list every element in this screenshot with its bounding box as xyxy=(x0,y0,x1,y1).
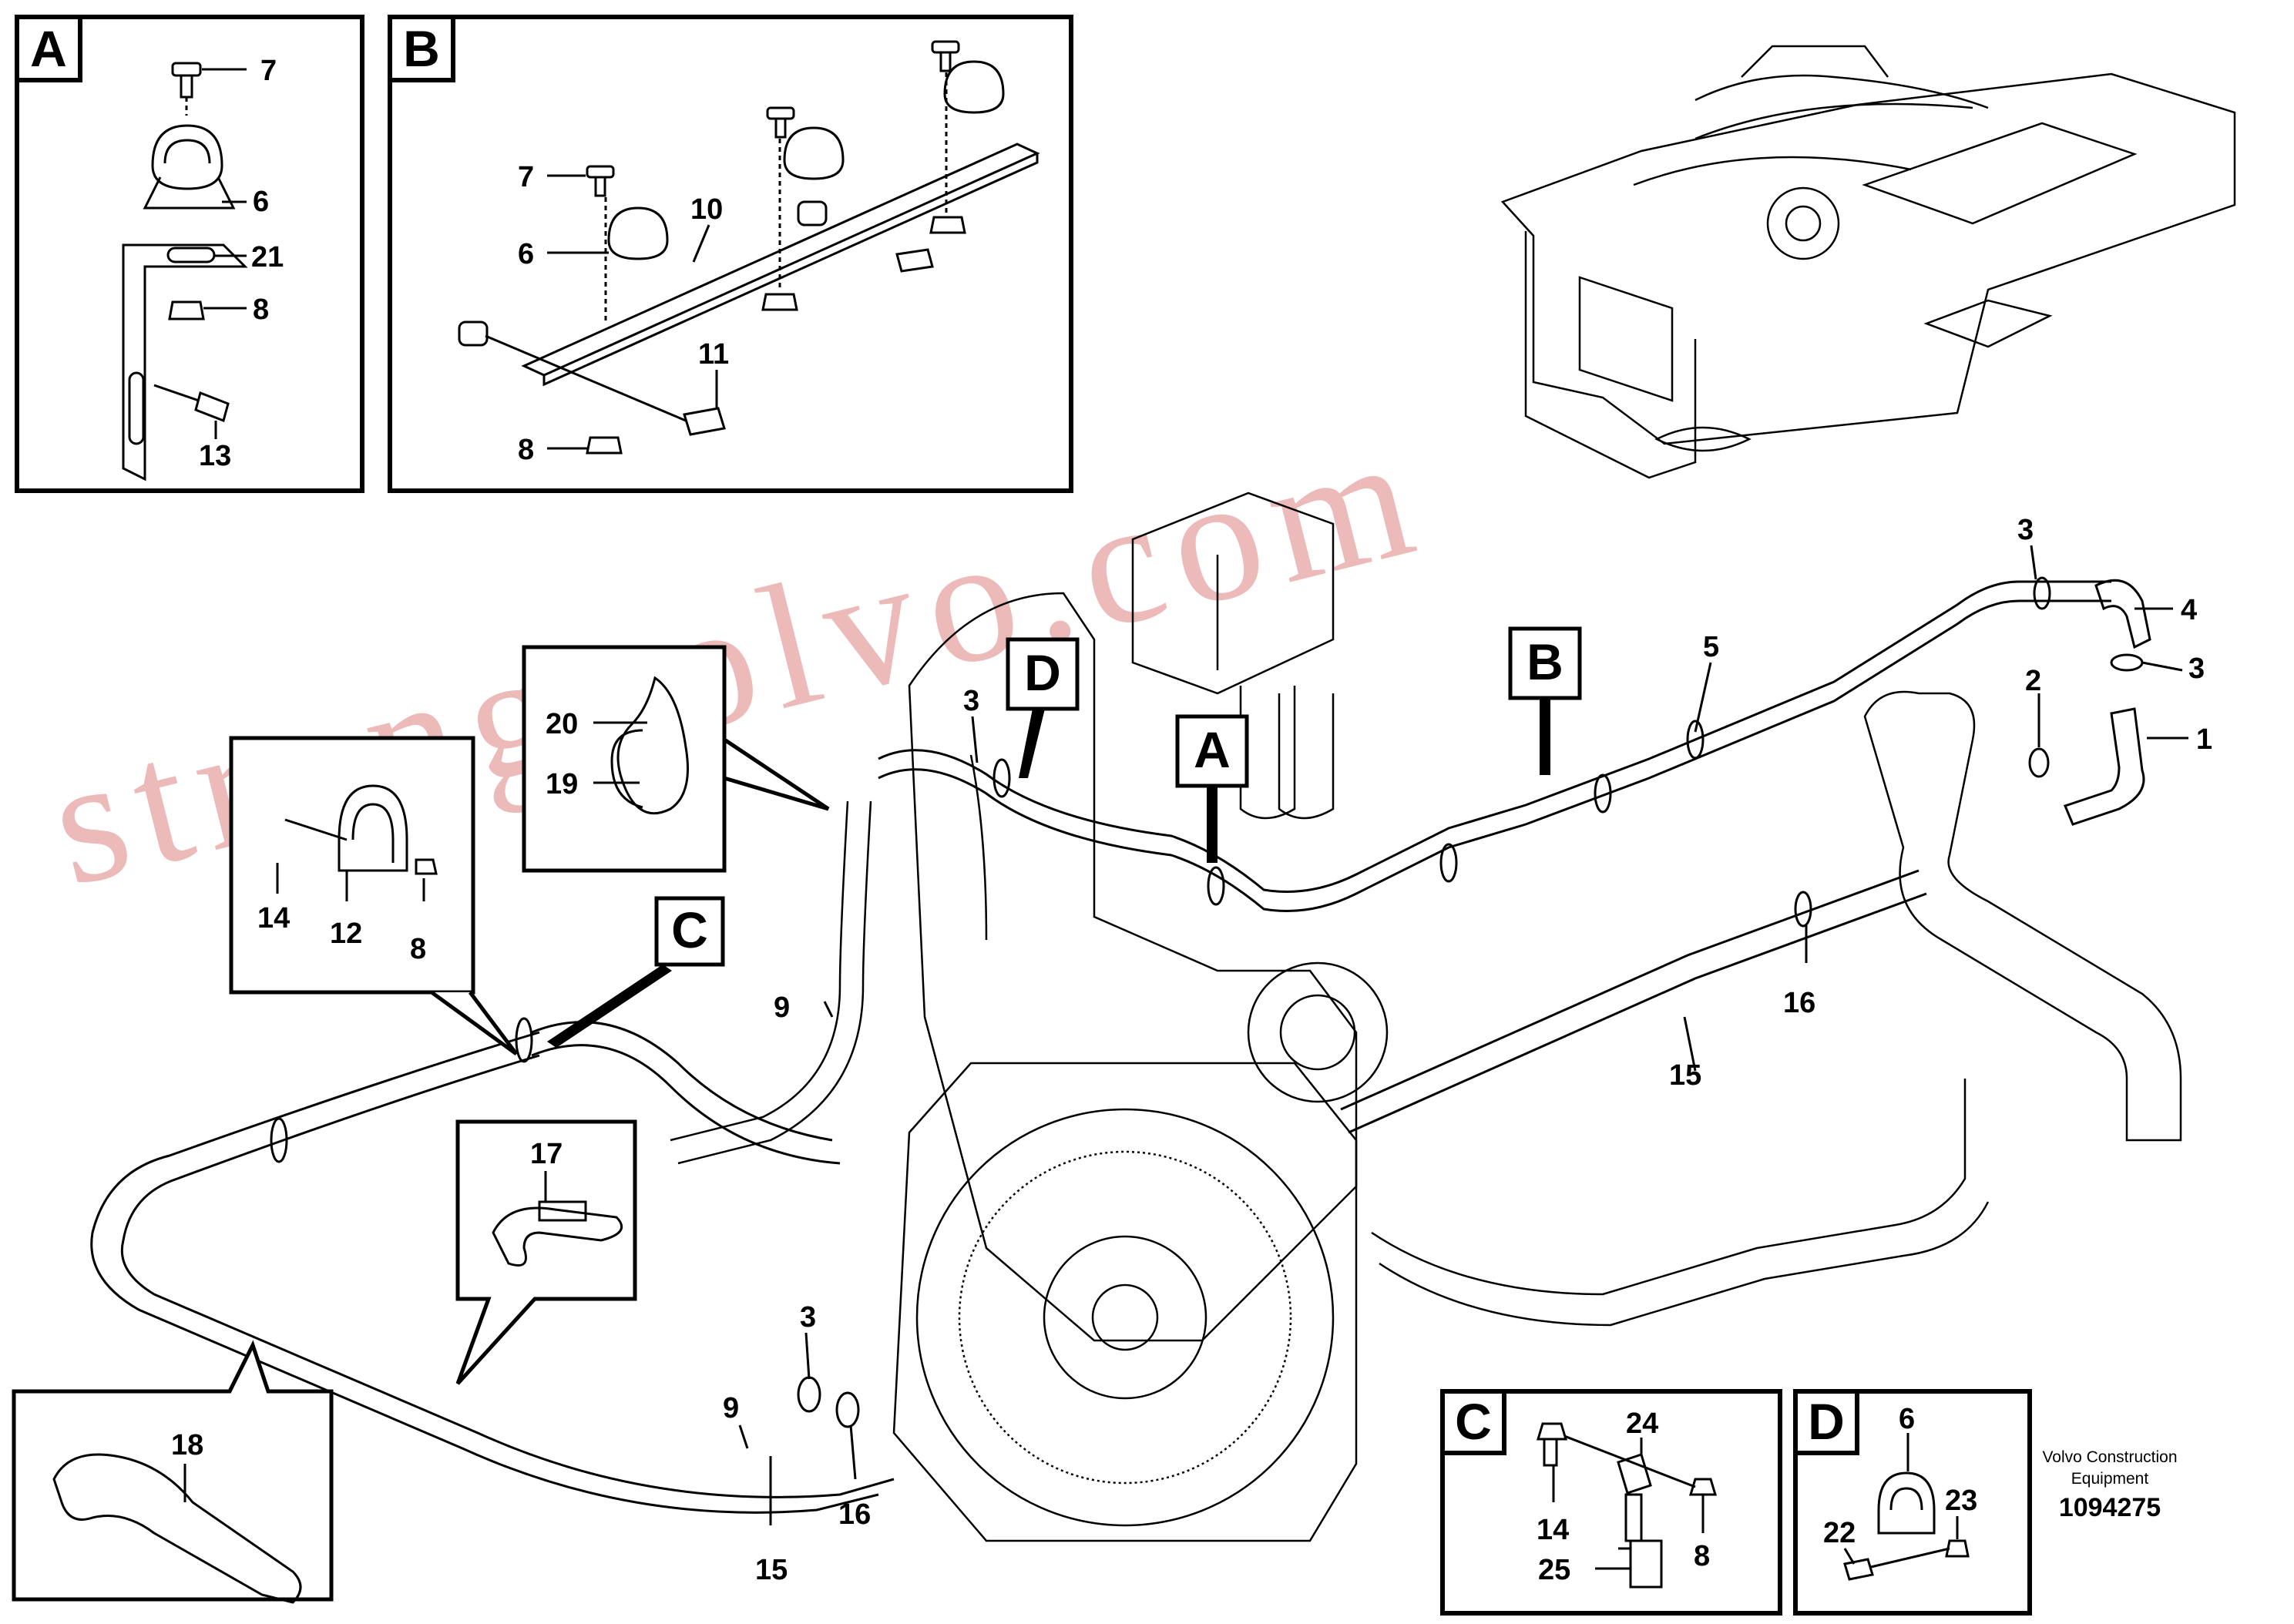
callout-c-24: 24 xyxy=(1626,1408,1658,1440)
pointer-tag-b: B xyxy=(1508,626,1582,775)
bracket-clip-assembly-drawing xyxy=(122,62,248,481)
callout-5: 5 xyxy=(1703,631,1719,663)
strap-clamp-drawing xyxy=(492,1171,623,1267)
detail-box-a-letter: A xyxy=(30,20,67,77)
callout-c-8: 8 xyxy=(1694,1540,1710,1572)
main-callouts: 3 4 3 2 1 5 3 16 15 9 3 9 16 15 xyxy=(723,514,2212,1586)
pointer-tag-c-letter: C xyxy=(671,901,708,958)
callout-b-11: 11 xyxy=(698,338,729,371)
callout-15-right: 15 xyxy=(1669,1059,1701,1092)
callout-a-6: 6 xyxy=(253,186,269,218)
detail-box-b-letter: B xyxy=(403,20,440,77)
detail-box-b: B xyxy=(388,15,1073,493)
p-clip-drawing xyxy=(276,784,438,901)
pointer-tag-a: A xyxy=(1175,714,1249,863)
callout-14: 14 xyxy=(257,902,290,934)
callout-16-right: 16 xyxy=(1783,987,1815,1019)
callout-3-left: 3 xyxy=(963,685,979,717)
callout-d-6: 6 xyxy=(1899,1403,1915,1435)
detail-box-d-letter: D xyxy=(1808,1393,1845,1450)
pointer-tag-d-letter: D xyxy=(1024,644,1061,701)
detail-box-a: A 7 6 21 8 xyxy=(15,15,364,493)
callout-c-25: 25 xyxy=(1538,1554,1570,1586)
callout-16-low: 16 xyxy=(838,1498,871,1531)
support-rail-assembly-drawing xyxy=(458,40,1040,455)
callout-b-8: 8 xyxy=(518,434,534,466)
clip-callout-bubble: 14 12 8 xyxy=(229,736,518,1056)
hose-clamps-drawing xyxy=(270,576,2144,1428)
callout-3-top: 3 xyxy=(2017,514,2034,546)
callout-a-13: 13 xyxy=(199,440,231,472)
pointer-tag-b-letter: B xyxy=(1527,633,1563,690)
callout-19: 19 xyxy=(546,768,578,800)
callout-12: 12 xyxy=(330,918,362,950)
callout-d-23: 23 xyxy=(1945,1485,1977,1517)
tie-strap-callout-bubble: 20 19 xyxy=(522,645,830,873)
callout-2: 2 xyxy=(2025,665,2041,697)
pointer-tag-c: C xyxy=(547,896,725,1048)
callout-b-6: 6 xyxy=(518,238,534,270)
callout-18: 18 xyxy=(171,1429,203,1461)
footer-brand-line2: Equipment xyxy=(2071,1470,2149,1488)
callout-3-mid: 3 xyxy=(2188,653,2205,685)
p-clamp-assembly-d-drawing xyxy=(1843,1433,1970,1581)
pointer-tag-a-letter: A xyxy=(1194,721,1231,778)
callout-b-10: 10 xyxy=(690,193,723,226)
hose-detail-callout-bubble: 18 xyxy=(12,1340,334,1604)
footer-brand-line1: Volvo Construction xyxy=(2042,1448,2177,1466)
footer-label: Volvo Construction Equipment 1094275 xyxy=(2042,1448,2177,1522)
callout-a-7: 7 xyxy=(260,55,277,87)
detail-box-c: C 24 14 8 25 xyxy=(1440,1389,1782,1616)
detail-box-d: D 6 23 22 xyxy=(1793,1389,2032,1616)
main-leader-lines xyxy=(738,545,2188,1525)
callout-9-left: 9 xyxy=(774,992,790,1024)
callout-1: 1 xyxy=(2196,723,2212,756)
strap-clamp-callout-bubble: 17 xyxy=(455,1119,637,1385)
callout-4: 4 xyxy=(2181,594,2197,626)
callout-d-22: 22 xyxy=(1823,1517,1856,1549)
callout-9-low: 9 xyxy=(723,1392,739,1424)
machine-frame-overview-drawing xyxy=(1500,45,2236,479)
callout-15-low: 15 xyxy=(755,1554,788,1586)
detail-box-c-letter: C xyxy=(1455,1393,1492,1450)
callout-a-21: 21 xyxy=(251,241,284,273)
engine-assembly-drawing xyxy=(670,492,2182,1542)
pointer-tag-d: D xyxy=(1006,637,1080,778)
callout-8: 8 xyxy=(410,933,426,965)
callout-17: 17 xyxy=(530,1138,563,1170)
bracket-assembly-c-drawing xyxy=(1536,1422,1718,1589)
callout-a-8: 8 xyxy=(253,294,269,326)
callout-c-14: 14 xyxy=(1537,1514,1569,1546)
callout-b-7: 7 xyxy=(518,161,534,193)
footer-drawing-number: 1094275 xyxy=(2059,1493,2161,1522)
hose-routing-drawing xyxy=(90,579,2151,1514)
formed-hose-drawing xyxy=(52,1453,302,1604)
tie-strap-drawing xyxy=(593,676,689,815)
callout-20: 20 xyxy=(546,708,578,740)
callout-3-low: 3 xyxy=(800,1301,816,1334)
